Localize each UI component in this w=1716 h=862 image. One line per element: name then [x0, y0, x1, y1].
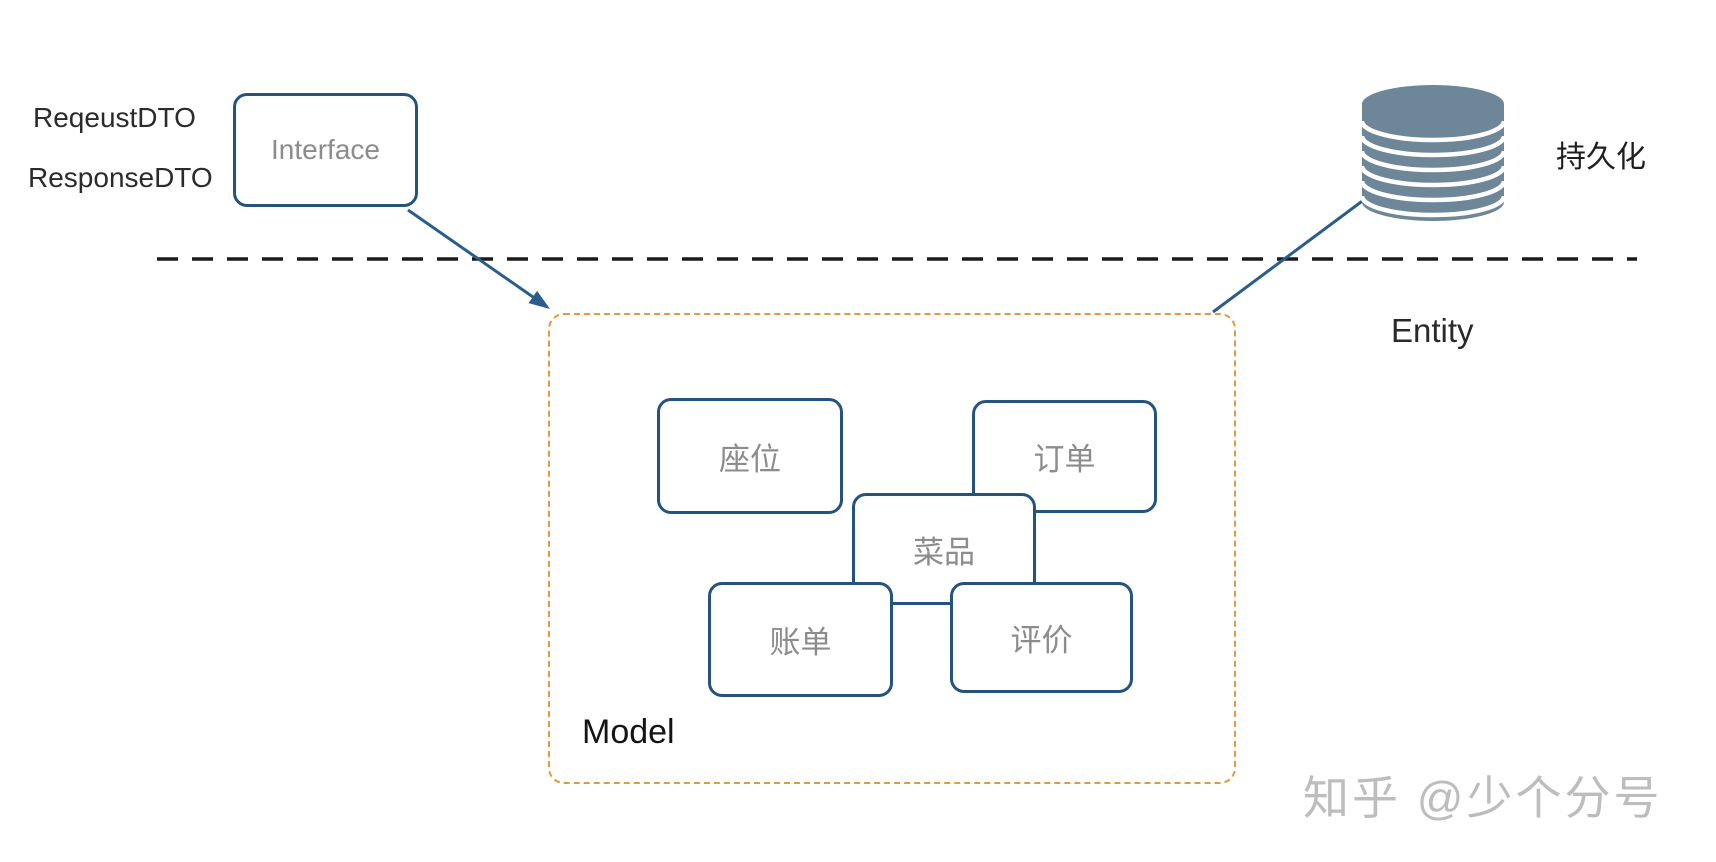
model-node-review-label: 评价 — [1010, 623, 1073, 658]
model-to-database-arrow — [1212, 164, 1413, 314]
model-node-order-label: 订单 — [1033, 442, 1096, 477]
model-label: Model — [582, 713, 675, 751]
database-cylinder-icon — [1359, 85, 1507, 221]
model-node-review: 评价 — [950, 582, 1133, 693]
model-node-dish-label: 菜品 — [913, 534, 975, 570]
watermark: 知乎 @少个分号 — [1303, 772, 1663, 824]
model-node-bill-label: 账单 — [769, 625, 832, 660]
entity-label: Entity — [1391, 312, 1474, 349]
response-dto-label: ResponseDTO — [28, 162, 213, 193]
persistence-label: 持久化 — [1556, 141, 1646, 174]
interface-to-model-arrow — [407, 208, 550, 309]
interface-node: Interface — [233, 93, 418, 207]
model-boundary: Model — [548, 313, 1236, 784]
request-dto-label: ReqeustDTO — [33, 102, 196, 133]
model-node-bill: 账单 — [708, 582, 893, 697]
model-node-seat-label: 座位 — [719, 441, 781, 477]
model-node-seat: 座位 — [657, 398, 843, 514]
interface-node-label: Interface — [271, 134, 380, 165]
